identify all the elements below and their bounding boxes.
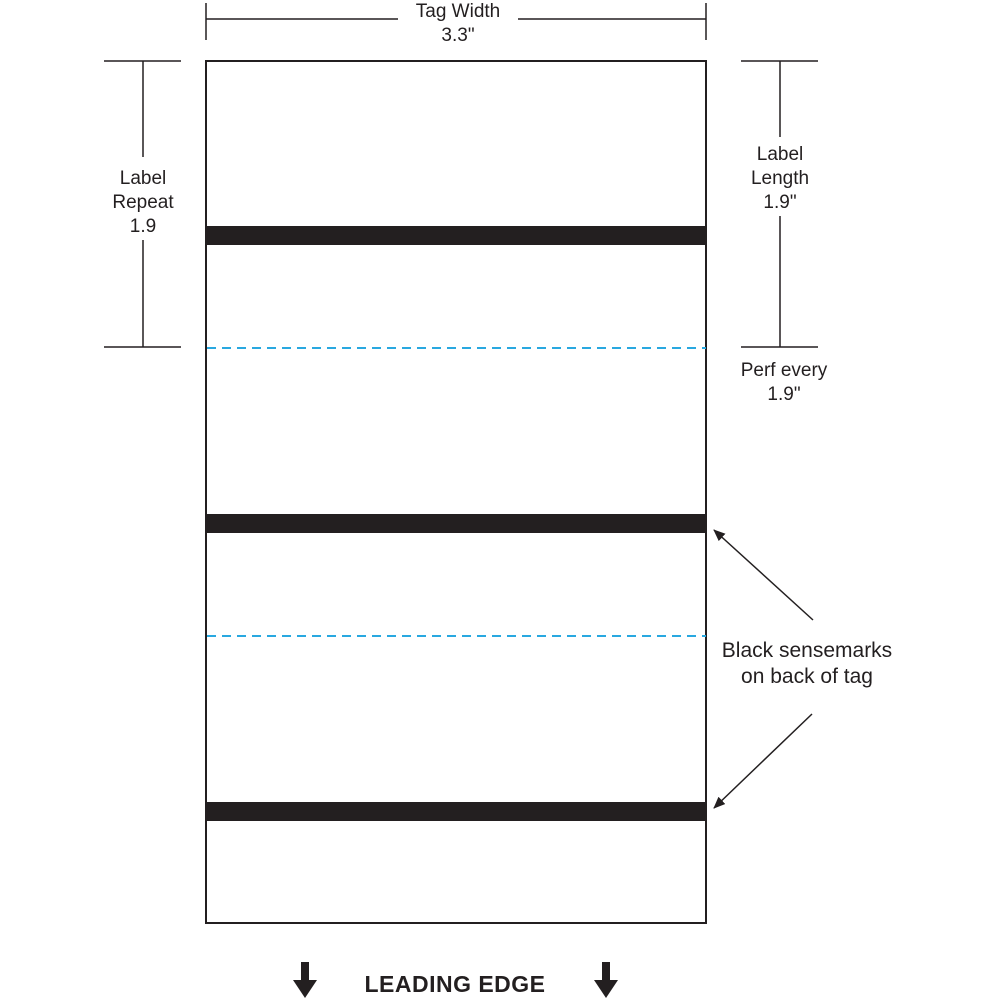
- tag-width-title: Tag Width: [415, 1, 501, 22]
- tag-width-dimension: [205, 3, 707, 40]
- label-repeat-line1: Label: [119, 168, 167, 189]
- perf-line1: Perf every: [740, 360, 828, 381]
- tag-width-label: Tag Width 3.3": [358, 0, 558, 48]
- sensemark-arrow-upper: [713, 529, 814, 621]
- sensemarks-line2: on back of tag: [741, 665, 873, 688]
- leading-edge-arrow-left: [293, 962, 317, 998]
- tag-width-value: 3.3": [441, 25, 475, 46]
- label-repeat-dimension: [104, 60, 181, 348]
- leading-edge-arrow-right: [594, 962, 618, 998]
- label-repeat-label: Label Repeat 1.9: [83, 167, 203, 239]
- label-length-dimension: [741, 60, 818, 348]
- sensemarks-label: Black sensemarks on back of tag: [697, 638, 917, 690]
- sensemark-arrow-lower: [713, 713, 813, 809]
- sensemark-3: [206, 802, 706, 821]
- label-length-line2: Length: [750, 168, 810, 189]
- label-repeat-value: 1.9: [129, 216, 157, 237]
- sensemark-1: [206, 226, 706, 245]
- label-repeat-line2: Repeat: [112, 192, 174, 213]
- label-length-value: 1.9": [763, 192, 797, 213]
- label-length-label: Label Length 1.9": [720, 143, 840, 215]
- label-length-line1: Label: [756, 144, 804, 165]
- tag-outline: [205, 60, 707, 924]
- sensemark-2: [206, 514, 706, 533]
- perf-label: Perf every 1.9": [714, 359, 854, 407]
- perf-value: 1.9": [767, 384, 801, 405]
- sensemarks-line1: Black sensemarks: [721, 639, 893, 662]
- leading-edge-label: LEADING EDGE: [364, 971, 546, 997]
